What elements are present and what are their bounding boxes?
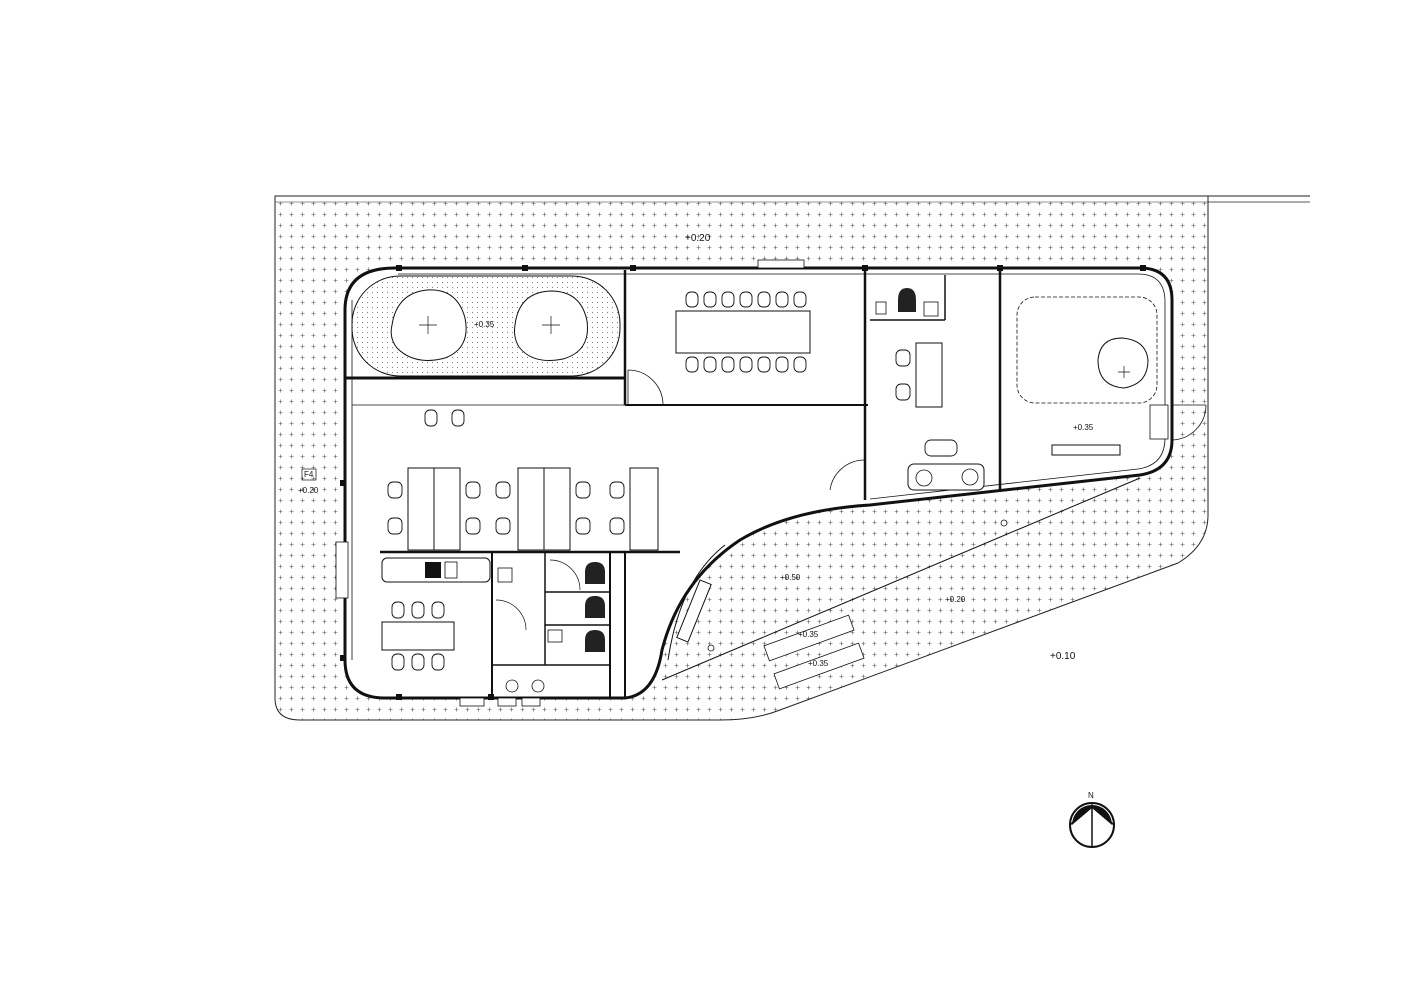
- terrace: [661, 477, 1141, 690]
- meeting-room: [623, 270, 868, 500]
- restrooms: [491, 552, 626, 698]
- level-bench-lower: +0.35: [808, 659, 829, 668]
- tag-box: [301, 468, 317, 481]
- lounge: [829, 270, 1002, 491]
- tag-f4: F4: [304, 470, 314, 479]
- level-bench-upper: +0.35: [798, 630, 819, 639]
- open-workspace: [352, 404, 659, 551]
- level-site-north: +0.20: [685, 233, 711, 244]
- north-arrow: N: [1069, 791, 1115, 848]
- entrance-steps: [459, 259, 805, 707]
- kitchen-dining: [335, 541, 680, 671]
- level-patio-east: +0.35: [1073, 423, 1094, 432]
- courtyard-east: [1016, 296, 1207, 456]
- level-street: +0.10: [1050, 651, 1076, 662]
- facade-markers: [340, 265, 1146, 700]
- courtyard-west: [345, 275, 625, 380]
- level-terrace: +0.50: [780, 573, 801, 582]
- level-site-west: +0.20: [298, 486, 319, 495]
- north-label: N: [1088, 791, 1094, 800]
- level-site-south: +0.20: [945, 595, 966, 604]
- level-patio-west: +0.35: [474, 320, 495, 329]
